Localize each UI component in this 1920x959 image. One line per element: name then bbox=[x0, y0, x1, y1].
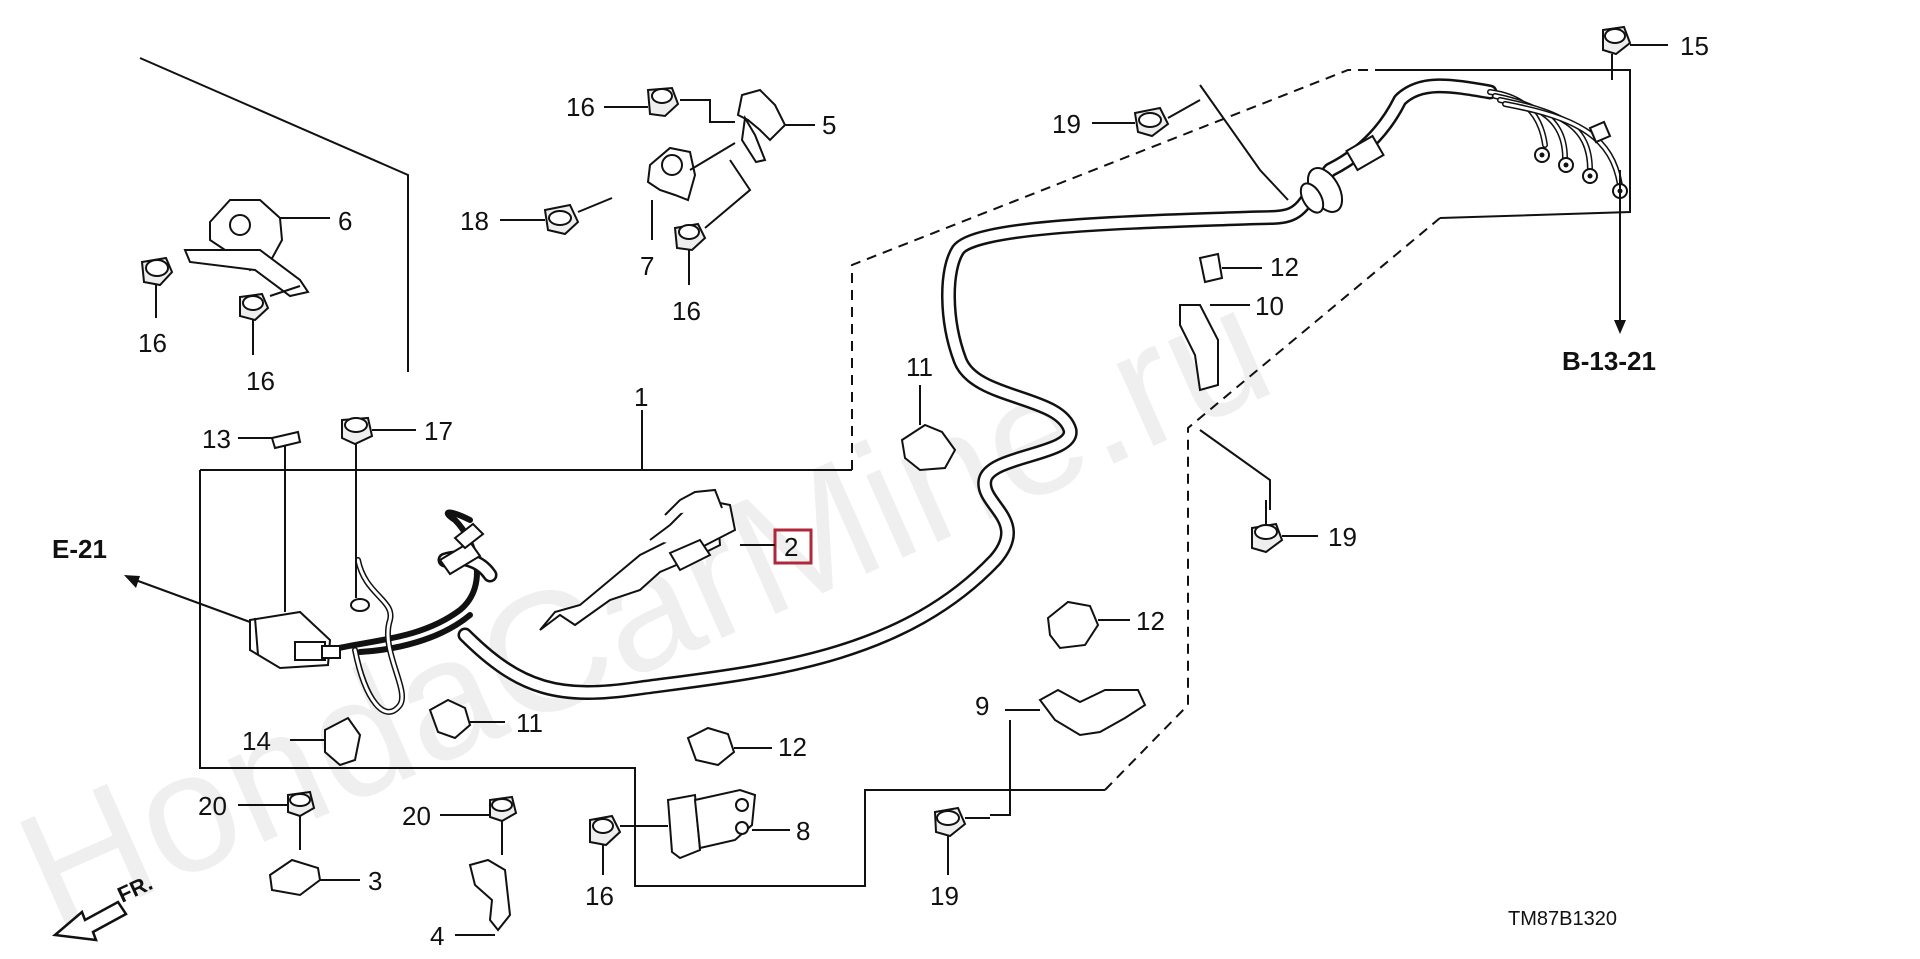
front-direction-arrow: FR. bbox=[52, 870, 156, 942]
watermark: HondaCarMine.ru bbox=[0, 249, 1296, 959]
highlight-box bbox=[773, 528, 813, 565]
assembly-outline bbox=[139, 57, 1631, 887]
bracket-part-5[interactable] bbox=[736, 88, 815, 164]
bolt-part-19b[interactable] bbox=[1251, 500, 1318, 554]
callout-3[interactable]: 3 bbox=[368, 866, 382, 896]
callout-4[interactable]: 4 bbox=[430, 921, 444, 951]
clip-part-7[interactable] bbox=[646, 142, 736, 240]
clip-part-12c[interactable] bbox=[686, 726, 772, 767]
callout-18[interactable]: 18 bbox=[460, 206, 489, 236]
callout-8[interactable]: 8 bbox=[796, 816, 810, 846]
label-part-13[interactable] bbox=[238, 430, 302, 612]
nut-part-16d[interactable] bbox=[673, 159, 752, 285]
bracket-part-3[interactable] bbox=[268, 858, 360, 897]
nut-part-16e[interactable] bbox=[589, 814, 668, 875]
bolt-part-19a[interactable] bbox=[1092, 84, 1289, 201]
callout-1[interactable]: 1 bbox=[634, 382, 648, 412]
bracket-part-6[interactable] bbox=[183, 199, 330, 298]
clip-part-14[interactable] bbox=[290, 716, 362, 767]
callout-15[interactable]: 15 bbox=[1680, 31, 1709, 61]
bracket-part-9[interactable] bbox=[990, 688, 1147, 816]
callout-16b[interactable]: 16 bbox=[246, 366, 275, 396]
callout-11b[interactable]: 11 bbox=[516, 708, 543, 738]
callout-10[interactable]: 10 bbox=[1255, 291, 1284, 321]
bolt-part-18[interactable] bbox=[500, 197, 613, 236]
callout-19a[interactable]: 19 bbox=[1052, 109, 1081, 139]
callout-20a[interactable]: 20 bbox=[198, 791, 227, 821]
nut-part-16b[interactable] bbox=[239, 285, 301, 355]
callout-19b[interactable]: 19 bbox=[1328, 522, 1357, 552]
stay-part-10[interactable] bbox=[1179, 304, 1271, 510]
callout-16a[interactable]: 16 bbox=[138, 328, 167, 358]
nut-part-16a[interactable] bbox=[140, 256, 174, 318]
callout-5[interactable]: 5 bbox=[822, 110, 836, 140]
callout-14[interactable]: 14 bbox=[242, 726, 271, 756]
callout-16e[interactable]: 16 bbox=[585, 881, 614, 911]
bolt-part-15[interactable] bbox=[1602, 25, 1668, 334]
protector-part-2[interactable] bbox=[539, 488, 737, 631]
ref-e21[interactable]: E-21 bbox=[52, 534, 107, 564]
bracket-part-4[interactable] bbox=[455, 858, 512, 936]
grommet-part-17[interactable] bbox=[341, 416, 416, 446]
callout-2[interactable]: 2 bbox=[784, 532, 798, 562]
callout-11a[interactable]: 11 bbox=[906, 352, 933, 382]
callout-9[interactable]: 9 bbox=[975, 691, 989, 721]
callout-6[interactable]: 6 bbox=[338, 206, 352, 236]
callout-12b[interactable]: 12 bbox=[1136, 606, 1165, 636]
bolt-part-20b[interactable] bbox=[440, 795, 518, 855]
callout-7[interactable]: 7 bbox=[640, 251, 654, 281]
clip-part-11a[interactable] bbox=[900, 385, 957, 472]
callout-16c[interactable]: 16 bbox=[566, 92, 595, 122]
bolt-part-20a[interactable] bbox=[238, 790, 316, 850]
bracket-part-8[interactable] bbox=[666, 788, 790, 860]
callout-19c[interactable]: 19 bbox=[930, 881, 959, 911]
clip-part-11b[interactable] bbox=[428, 698, 505, 740]
callout-13[interactable]: 13 bbox=[202, 424, 231, 454]
callout-20b[interactable]: 20 bbox=[402, 801, 431, 831]
nut-part-16c[interactable] bbox=[604, 86, 735, 123]
diagram-code: TM87B1320 bbox=[1508, 908, 1617, 930]
callout-17[interactable]: 17 bbox=[424, 416, 453, 446]
clip-part-12a[interactable] bbox=[1198, 252, 1262, 284]
connector-assembly-left bbox=[124, 440, 498, 715]
sub-harness-1[interactable] bbox=[457, 78, 1628, 700]
bolt-part-19c[interactable] bbox=[933, 806, 990, 875]
callout-12c[interactable]: 12 bbox=[778, 732, 807, 762]
callout-16d[interactable]: 16 bbox=[672, 296, 701, 326]
callout-12a[interactable]: 12 bbox=[1270, 252, 1299, 282]
clip-part-12b[interactable] bbox=[1046, 600, 1130, 650]
ref-b1321[interactable]: B-13-21 bbox=[1562, 346, 1656, 376]
